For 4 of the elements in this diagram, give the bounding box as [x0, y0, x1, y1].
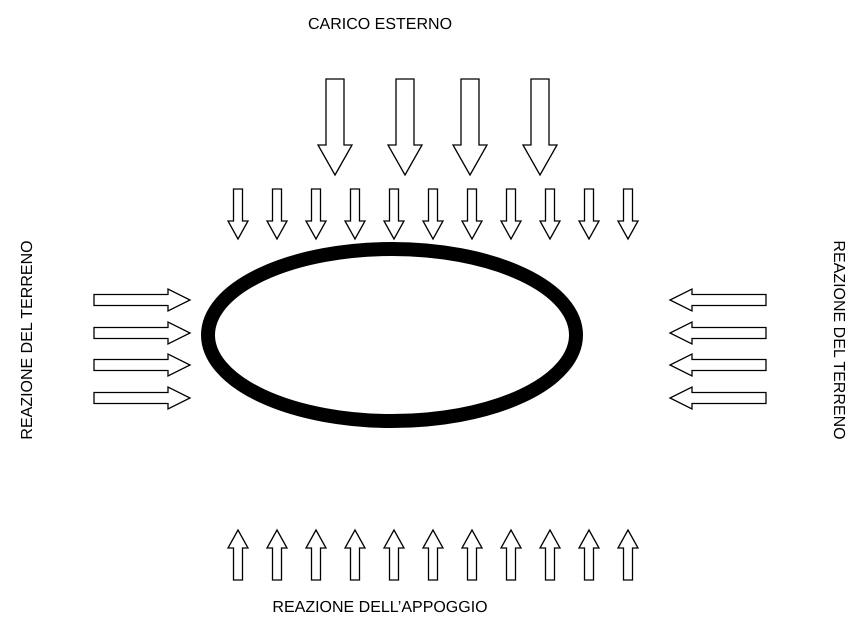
reaction-label: REAZIONE DEL TERRENO [829, 240, 847, 440]
reaction-label: REAZIONE DEL TERRENO [19, 240, 37, 440]
load-label: CARICO ESTERNO [308, 16, 452, 34]
reaction-label: REAZIONE DELL’APPOGGIO [272, 599, 488, 617]
